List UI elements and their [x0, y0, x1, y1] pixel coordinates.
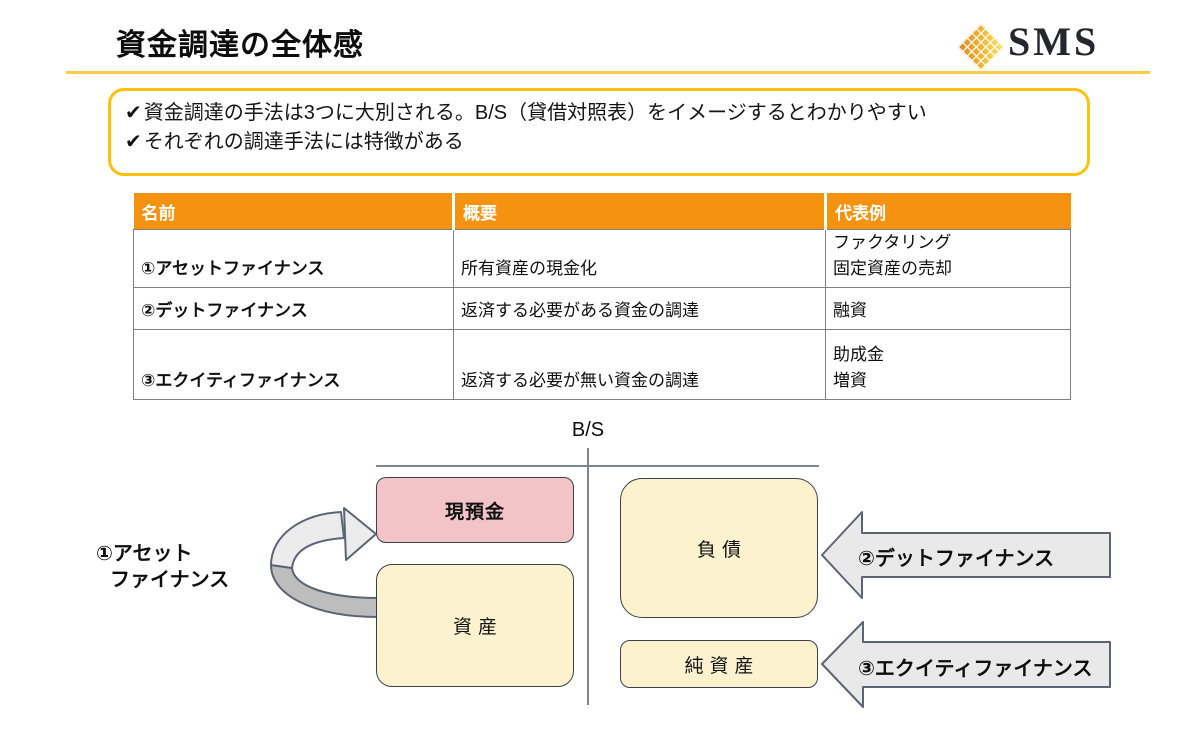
column-header-name: 名前	[133, 193, 454, 230]
table-row: ①アセットファイナンス 所有資産の現金化 ファクタリング 固定資産の売却	[133, 229, 1071, 288]
cell-examples: 融資	[825, 287, 1071, 330]
equity-arrow-label: ③エクイティファイナンス	[858, 658, 1093, 680]
box-liabilities: 負債	[620, 478, 818, 618]
summary-line: ✔資金調達の手法は3つに大別される。B/S（貸借対照表）をイメージするとわかりや…	[125, 99, 1073, 128]
bs-title-label: B/S	[571, 419, 605, 441]
cell-name: ①アセットファイナンス	[133, 229, 454, 288]
asset-cycle-arrow-dark	[270, 564, 379, 618]
summary-line-text: 資金調達の手法は3つに大別される。B/S（貸借対照表）をイメージするとわかりやす…	[143, 102, 927, 124]
table-header-row: 名前 概要 代表例	[133, 193, 1071, 230]
check-icon: ✔	[125, 102, 142, 124]
cell-overview: 返済する必要がある資金の調達	[453, 287, 826, 330]
column-header-examples: 代表例	[824, 193, 1071, 230]
cell-examples: 助成金 増資	[825, 329, 1071, 400]
example-line: 増資	[833, 371, 867, 390]
finance-methods-table: 名前 概要 代表例 ①アセットファイナンス 所有資産の現金化 ファクタリング 固…	[133, 193, 1071, 400]
example-line: ファクタリング	[833, 233, 952, 252]
asset-finance-label-line2: ファイナンス	[110, 569, 230, 591]
column-header-overview: 概要	[452, 193, 826, 230]
page-title: 資金調達の全体感	[116, 29, 364, 62]
sms-logo-text: SMS	[1008, 19, 1100, 64]
example-line: 融資	[833, 301, 867, 320]
cell-examples: ファクタリング 固定資産の売却	[825, 229, 1071, 288]
asset-cycle-arrowhead	[343, 507, 377, 561]
debt-arrow-label: ②デットファイナンス	[858, 548, 1055, 570]
sms-logo: SMS	[956, 10, 1186, 72]
box-assets: 資産	[376, 564, 574, 687]
summary-box: ✔資金調達の手法は3つに大別される。B/S（貸借対照表）をイメージするとわかりや…	[108, 88, 1090, 176]
table-row: ③エクイティファイナンス 返済する必要が無い資金の調達 助成金 増資	[133, 329, 1071, 400]
cell-name: ②デットファイナンス	[133, 287, 454, 330]
summary-line: ✔それぞれの調達手法には特徴がある	[125, 128, 1073, 157]
box-net-assets: 純資産	[620, 640, 818, 688]
asset-finance-label-line1: ①アセット	[96, 543, 193, 565]
example-line: 助成金	[833, 345, 884, 364]
example-line: 固定資産の売却	[833, 259, 952, 278]
cell-overview: 所有資産の現金化	[453, 229, 826, 288]
check-icon: ✔	[125, 131, 142, 153]
table-row: ②デットファイナンス 返済する必要がある資金の調達 融資	[133, 287, 1071, 330]
sms-logo-diamond-icon	[956, 22, 1006, 72]
box-cash: 現預金	[376, 477, 574, 543]
summary-line-text: それぞれの調達手法には特徴がある	[143, 131, 464, 153]
cell-overview: 返済する必要が無い資金の調達	[453, 329, 826, 400]
cell-name: ③エクイティファイナンス	[133, 329, 454, 400]
title-underline	[66, 71, 1150, 74]
asset-finance-label: ①アセット ファイナンス	[96, 541, 229, 593]
asset-cycle-arrow-light	[270, 511, 345, 569]
